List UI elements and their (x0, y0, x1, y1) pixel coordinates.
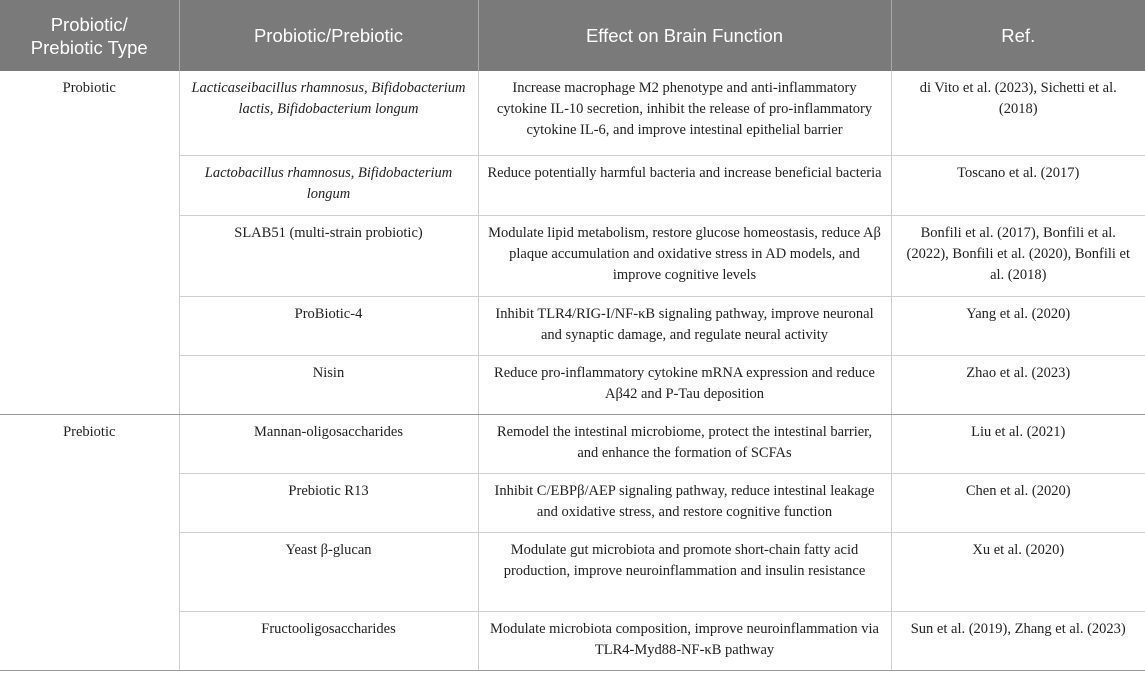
table-header: Probiotic/ Prebiotic Type Probiotic/Preb… (0, 0, 1145, 71)
header-row: Probiotic/ Prebiotic Type Probiotic/Preb… (0, 0, 1145, 71)
header-effect-label: Effect on Brain Function (585, 25, 784, 46)
table-row: Probiotic Lacticaseibacillus rhamnosus, … (0, 71, 1145, 415)
header-ref-label: Ref. (1001, 25, 1036, 46)
effect-cell: Modulate lipid metabolism, restore gluco… (477, 215, 891, 297)
agent-cell: SLAB51 (multi-strain probiotic) (178, 215, 478, 297)
effect-cell: Inhibit C/EBPβ/AEP signaling pathway, re… (477, 473, 891, 533)
header-ref: Ref. (890, 0, 1145, 71)
effect-cell: Reduce pro-inflammatory cytokine mRNA ex… (477, 355, 891, 415)
effect-cell: Remodel the intestinal microbiome, prote… (477, 414, 891, 474)
agent-cell: Prebiotic R13 (178, 473, 478, 533)
probiotic-prebiotic-table: Probiotic/ Prebiotic Type Probiotic/Preb… (0, 0, 1145, 671)
header-effect: Effect on Brain Function (477, 0, 891, 71)
ref-cell: Bonfili et al. (2017), Bonfili et al. (2… (890, 215, 1145, 297)
group-type-prebiotic: Prebiotic (0, 414, 179, 671)
header-agent-label: Probiotic/Prebiotic (253, 25, 404, 46)
ref-cell: di Vito et al. (2023), Sichetti et al. (… (890, 71, 1145, 156)
effect-cell: Increase macrophage M2 phenotype and ant… (477, 71, 891, 156)
header-type-label: Probiotic/ Prebiotic Type (30, 13, 148, 58)
table-row: Prebiotic Mannan-oligosaccharides Remode… (0, 414, 1145, 671)
table-row: Fructooligosaccharides Modulate microbio… (0, 611, 1145, 671)
agent-cell: Fructooligosaccharides (178, 611, 478, 671)
effect-cell: Reduce potentially harmful bacteria and … (477, 155, 891, 216)
table-row: Lactobacillus rhamnosus, Bifidobacterium… (0, 155, 1145, 216)
agent-cell: Lacticaseibacillus rhamnosus, Bifidobact… (178, 71, 478, 156)
table-row: Prebiotic R13 Inhibit C/EBPβ/AEP signali… (0, 473, 1145, 533)
agent-cell: Yeast β-glucan (178, 532, 478, 612)
ref-cell: Xu et al. (2020) (890, 532, 1145, 612)
table-row: SLAB51 (multi-strain probiotic) Modulate… (0, 215, 1145, 297)
table-row: Nisin Reduce pro-inflammatory cytokine m… (0, 355, 1145, 415)
ref-cell: Sun et al. (2019), Zhang et al. (2023) (890, 611, 1145, 671)
table-row: ProBiotic-4 Inhibit TLR4/RIG-I/NF-κB sig… (0, 296, 1145, 356)
ref-cell: Yang et al. (2020) (890, 296, 1145, 356)
agent-cell: Lactobacillus rhamnosus, Bifidobacterium… (178, 155, 478, 216)
ref-cell: Toscano et al. (2017) (890, 155, 1145, 216)
ref-cell: Zhao et al. (2023) (890, 355, 1145, 415)
table-row: Yeast β-glucan Modulate gut microbiota a… (0, 532, 1145, 612)
agent-cell: ProBiotic-4 (178, 296, 478, 356)
group-type-probiotic: Probiotic (0, 71, 179, 415)
effect-cell: Inhibit TLR4/RIG-I/NF-κB signaling pathw… (477, 296, 891, 356)
ref-cell: Chen et al. (2020) (890, 473, 1145, 533)
effect-cell: Modulate microbiota composition, improve… (477, 611, 891, 671)
ref-cell: Liu et al. (2021) (890, 414, 1145, 474)
header-agent: Probiotic/Prebiotic (178, 0, 478, 71)
agent-cell: Mannan-oligosaccharides (178, 414, 478, 474)
effect-cell: Modulate gut microbiota and promote shor… (477, 532, 891, 612)
agent-cell: Nisin (178, 355, 478, 415)
table-body: Probiotic Lacticaseibacillus rhamnosus, … (0, 71, 1145, 671)
header-type: Probiotic/ Prebiotic Type (0, 0, 179, 71)
